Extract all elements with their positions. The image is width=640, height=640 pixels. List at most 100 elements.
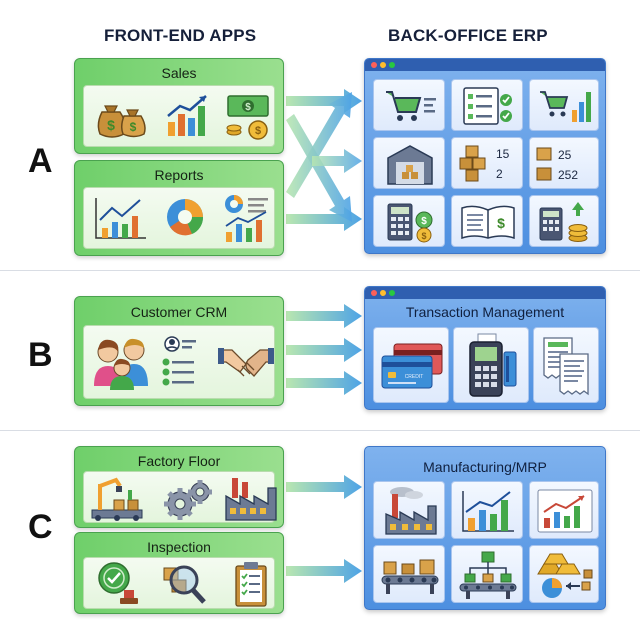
arrow-mid-erp [312,149,362,173]
factory-floor-panel-content [83,471,277,523]
row-divider [0,430,640,431]
erp-tile-cart[interactable] [373,79,445,131]
factory-icon [385,487,437,535]
arrow-inspection-mrp [286,559,362,583]
close-dot-icon[interactable] [371,290,377,296]
calculator-coins-icon: $ $ [387,203,433,243]
erp-tile-trend-chart[interactable] [529,481,599,539]
reports-panel-content [83,187,275,249]
svg-text:$: $ [245,102,251,113]
erp-tile-factory[interactable] [373,481,445,539]
contact-card-icon [162,336,196,386]
erp-tile-inventory[interactable]: 15 2 [451,137,523,189]
pie-chart-icon [167,199,204,236]
sales-panel-title: Sales [161,65,197,81]
sales-panel[interactable]: Sales $ $ $ $ [74,58,284,154]
erp-tile-warehouse[interactable] [373,137,445,189]
inventory-count-a: 15 [496,147,510,161]
credit-cards-icon: CREDIT [381,343,443,389]
stock-count-a: 25 [558,148,572,162]
gold-pie-icon [537,553,593,598]
arrow-crm-erp-2 [286,338,362,362]
erp-window-c[interactable]: Manufacturing/MRP [364,446,606,610]
stock-count-b: 252 [558,168,579,182]
minimize-dot-icon[interactable] [380,290,386,296]
erp-tile-pos[interactable] [453,327,529,403]
bar-chart-icon [462,491,514,532]
svg-text:$: $ [421,231,426,241]
warehouse-icon [387,145,433,185]
conveyor-boxes-icon [381,559,439,594]
erp-tile-stock[interactable]: 25 252 [529,137,599,189]
erp-tile-ledger[interactable]: $ [451,195,523,247]
window-titlebar [365,59,605,71]
conveyor-flow-icon [459,551,517,599]
row-divider [0,270,640,271]
maximize-dot-icon[interactable] [389,62,395,68]
line-chart-icon [95,198,146,239]
arrow-sales-cross [286,114,352,222]
arrow-reports-erp [286,207,362,231]
erp-tile-conveyor[interactable] [373,545,445,603]
inventory-count-b: 2 [496,167,503,181]
minimize-dot-icon[interactable] [380,62,386,68]
inventory-boxes-icon [459,145,486,182]
erp-tile-calc-growth[interactable] [529,195,599,247]
receipts-icon [543,337,589,396]
reports-panel-title: Reports [154,167,204,183]
factory-floor-panel[interactable]: Factory Floor [74,446,284,528]
transaction-management-title: Transaction Management [405,304,565,320]
sales-panel-content: $ $ $ $ [83,85,275,147]
pos-terminal-icon [469,333,517,397]
erp-tile-checklist[interactable] [451,79,523,131]
maximize-dot-icon[interactable] [389,290,395,296]
inspection-panel-content [83,557,275,609]
row-letter-b: B [28,336,53,374]
arrow-reports-cross [286,92,352,198]
approval-seal-stamp-icon [98,562,138,604]
close-dot-icon[interactable] [371,62,377,68]
factory-floor-panel-title: Factory Floor [137,453,221,469]
erp-tile-calculator[interactable]: $ $ [373,195,445,247]
handshake-icon [218,348,274,377]
dashboard-chart-icon [225,195,268,242]
svg-text:$: $ [421,216,427,227]
gears-icon [164,480,212,520]
window-titlebar [365,287,605,299]
arrow-crm-erp-3 [286,371,362,395]
svg-text:$: $ [130,120,137,134]
customer-crm-panel-content [83,325,275,399]
inspection-panel-title: Inspection [147,539,211,555]
erp-window-b[interactable]: Transaction Management CREDIT [364,286,606,410]
shopping-cart-list-icon [386,91,436,121]
calculator-coins-up-icon [539,202,588,242]
row-letter-a: A [28,142,53,180]
arrow-factory-mrp [286,475,362,499]
cart-bar-chart-icon [540,91,591,122]
checklist-icon [463,87,512,125]
front-end-apps-header: FRONT-END APPS [104,26,257,45]
erp-tile-receipts[interactable] [533,327,599,403]
growth-bar-chart-icon [167,95,207,136]
inspection-panel[interactable]: Inspection [74,532,284,614]
erp-tile-cart-chart[interactable] [529,79,599,131]
erp-window-a[interactable]: 15 2 25 252 $ $ $ [364,58,606,254]
back-office-erp-header: BACK-OFFICE ERP [388,26,548,45]
erp-tile-credit-cards[interactable]: CREDIT [373,327,449,403]
family-icon [94,338,148,390]
customer-crm-panel[interactable]: Customer CRM [74,296,284,406]
clipboard-checklist-icon [235,562,267,607]
erp-tile-bar-chart[interactable] [451,481,523,539]
customer-crm-panel-title: Customer CRM [130,304,228,320]
stock-boxes-icon [536,147,552,181]
erp-tile-gold-pie[interactable] [529,545,599,603]
magnifier-boxes-icon [163,565,206,604]
erp-tile-conveyor-flow[interactable] [451,545,523,603]
svg-text:$: $ [255,125,261,137]
reports-panel[interactable]: Reports [74,160,284,256]
bar-chart-trend-icon [537,489,593,533]
svg-text:$: $ [107,117,115,133]
assembly-robot-icon [91,477,143,521]
cash-coins-icon: $ $ [226,95,269,140]
credit-card-label: CREDIT [405,374,424,380]
